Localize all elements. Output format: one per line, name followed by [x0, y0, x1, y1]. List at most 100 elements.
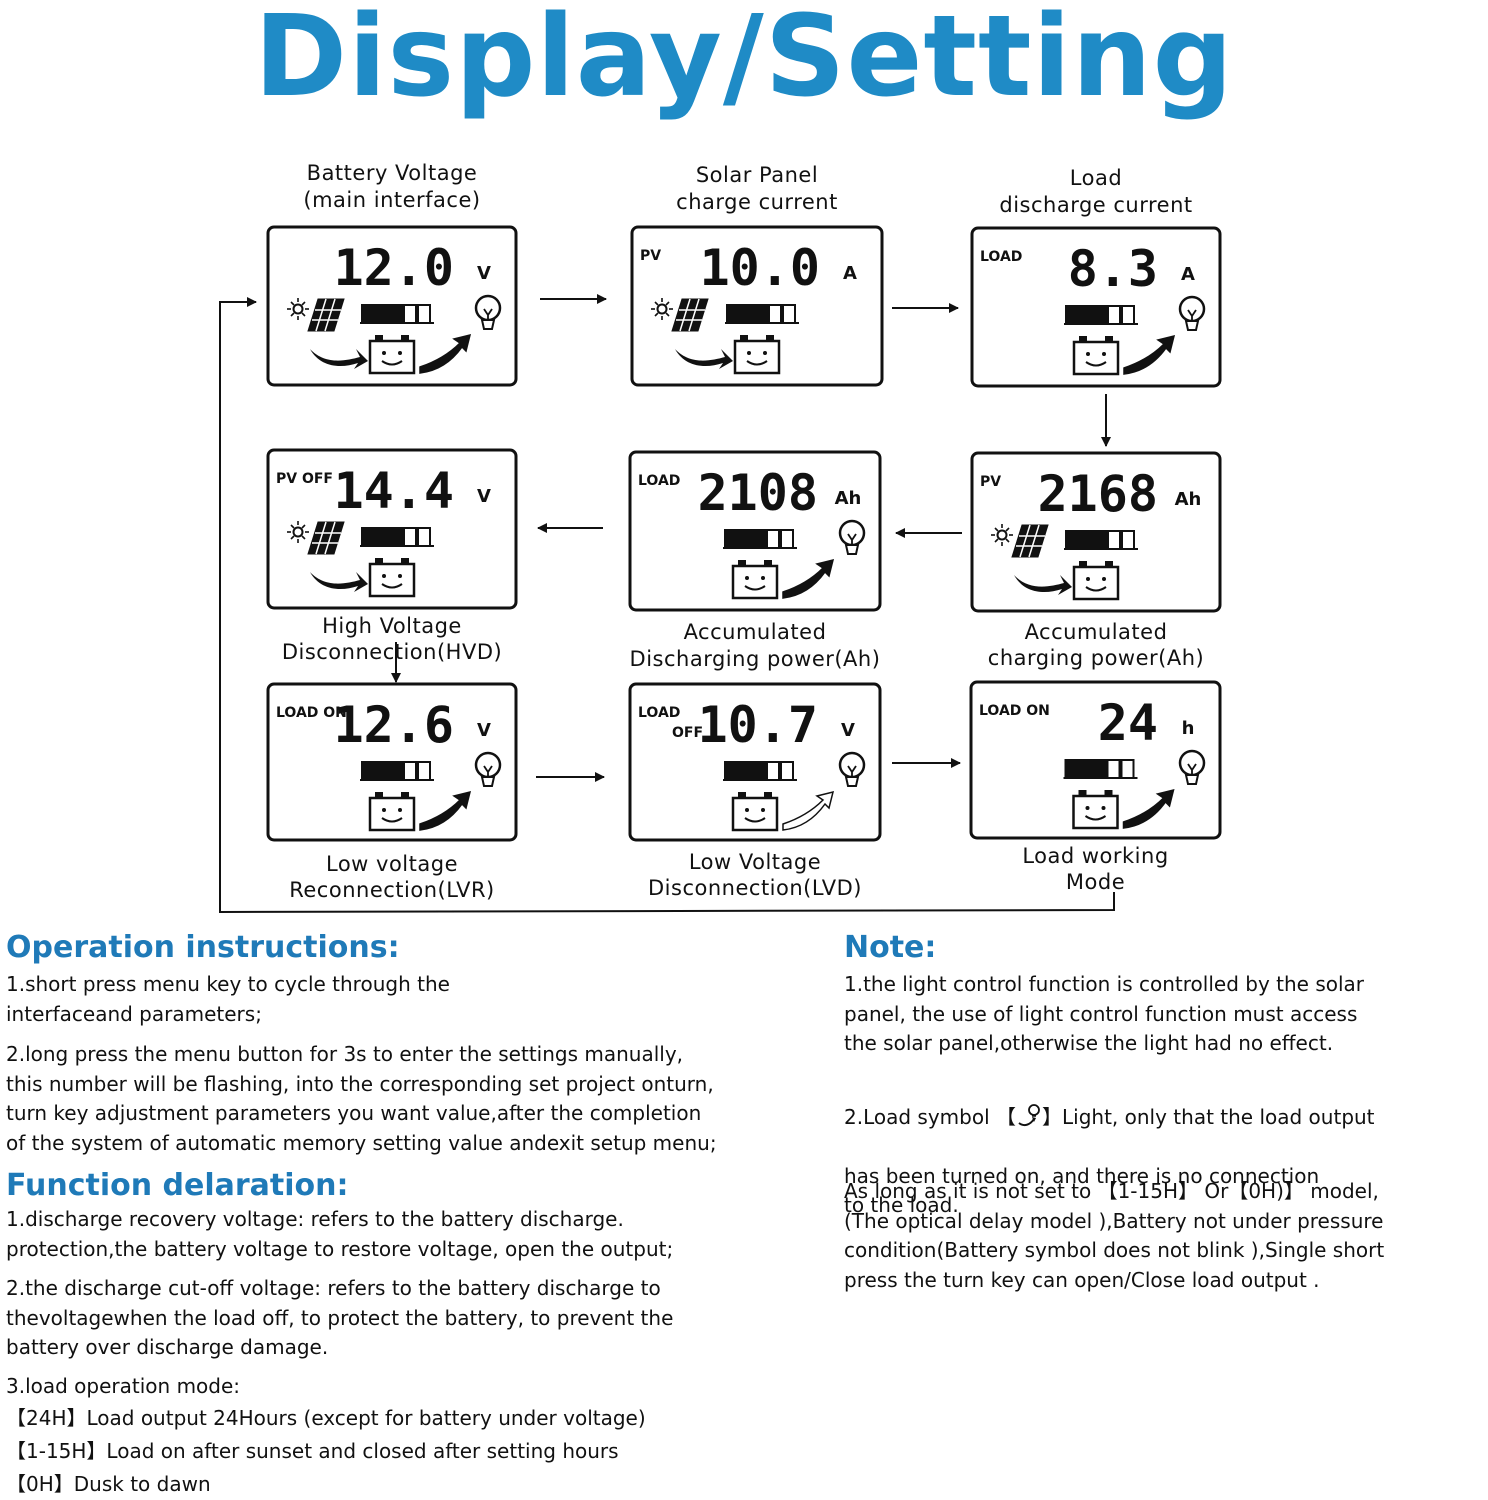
battery-icon [1072, 336, 1120, 376]
flow-arrows [219, 294, 1115, 914]
load-bulb-icon [838, 519, 866, 555]
lcd-screen: LOAD ON 24 h [969, 680, 1222, 840]
lcd-mode-label: PV [980, 474, 1001, 490]
screen-caption-line-2: (main interface) [303, 188, 480, 212]
function-item-1: 1.discharge recovery voltage: refers to … [6, 1207, 674, 1261]
load-mode-1-15h: 【1-15H】Load on after sunset and closed a… [6, 1439, 619, 1463]
lcd-value: 14.4 [334, 462, 454, 520]
charge-flow-arrow [1014, 575, 1072, 595]
discharge-flow-arrow [1123, 334, 1176, 375]
battery-icon [731, 560, 779, 600]
lcd-mode-label: LOAD [638, 473, 680, 489]
operation-heading: Operation instructions: [6, 930, 400, 965]
loop-back-arrow [219, 297, 1115, 914]
lcd-value: 8.3 [1068, 240, 1158, 298]
charge-flow-arrow [310, 349, 368, 369]
battery-icon [368, 558, 416, 598]
lcd-unit: V [477, 486, 491, 507]
operation-step-2: 2.long press the menu button for 3s to e… [6, 1042, 717, 1155]
function-item-3: 3.load operation mode: [6, 1374, 241, 1398]
battery-level-bar [725, 304, 799, 324]
note-item-2-start: 2.Load symbol 【 [844, 1104, 1017, 1129]
lcd-unit: V [477, 720, 491, 741]
screen-caption-line-1: Accumulated [684, 620, 827, 644]
screen-caption-line-1: Accumulated [1025, 620, 1168, 644]
screen-caption-line-2: discharge current [999, 193, 1192, 217]
discharge-flow-arrow [782, 558, 835, 599]
lcd-unit: V [477, 263, 491, 284]
discharge-flow-arrow [419, 790, 472, 831]
lcd-value: 10.0 [700, 239, 820, 297]
load-bulb-icon [474, 294, 502, 330]
screen-caption-line-2: charge current [676, 190, 838, 214]
note-item-1: 1.the light control function is controll… [844, 972, 1365, 1055]
battery-icon [1072, 790, 1119, 830]
charge-flow-arrow [310, 572, 368, 592]
screen-caption-line-2: Reconnection(LVR) [289, 878, 495, 902]
lcd-value: 12.0 [334, 239, 454, 297]
battery-icon [368, 792, 416, 832]
lcd-mode-label: PV OFF [276, 471, 333, 487]
solar-panel-icon [287, 521, 345, 555]
lcd-screen: LOAD 8.3 A [970, 226, 1222, 388]
lcd-mode-label: LOAD [638, 705, 680, 721]
battery-level-bar [1064, 530, 1138, 550]
lcd-mode-label: PV [640, 248, 661, 264]
battery-level-bar [723, 761, 797, 781]
battery-level-bar [1064, 305, 1138, 325]
note-heading: Note: [844, 930, 937, 965]
screen-caption-line-1: Load [1070, 166, 1122, 190]
battery-icon [731, 792, 779, 832]
screen-caption-line-2: Mode [1066, 870, 1125, 894]
screen-caption-line-1: Low voltage [326, 852, 458, 876]
screen-caption-line-2: charging power(Ah) [988, 646, 1204, 670]
load-bulb-icon [474, 751, 502, 787]
load-mode-24h: 【24H】Load output 24Hours (except for bat… [6, 1406, 646, 1430]
page-title: Display/Setting [254, 0, 1234, 122]
load-bulb-icon [1178, 295, 1206, 331]
lcd-mode-label: LOAD ON [276, 705, 347, 721]
charge-flow-arrow [675, 349, 733, 369]
note-item-2-rest: has been turned on, and there is no conn… [844, 1163, 1320, 1218]
battery-icon [733, 335, 781, 375]
lcd-unit: Ah [1175, 489, 1202, 510]
lcd-mode-label-2: OFF [672, 725, 703, 741]
screen-caption-line-2: Disconnection(HVD) [282, 640, 502, 664]
lcd-mode-label: LOAD ON [979, 703, 1050, 719]
note-item-2: 2.Load symbol 【】Light, only that the loa… [844, 1073, 1375, 1221]
discharge-flow-arrow [1122, 788, 1175, 829]
battery-icon [368, 335, 416, 375]
lcd-unit: A [1181, 264, 1195, 285]
load-bulb-icon [1178, 749, 1206, 785]
screen-caption-line-1: High Voltage [322, 614, 462, 638]
operation-step-1: 1.short press menu key to cycle through … [6, 972, 450, 1026]
lcd-unit: A [843, 263, 857, 284]
screen-caption-line-1: Load working [1022, 844, 1168, 868]
load-bulb-icon [838, 751, 866, 787]
lcd-value: 24 [1098, 694, 1158, 752]
lcd-value: 10.7 [698, 696, 818, 754]
load-mode-0h: 【0H】Dusk to dawn [6, 1472, 211, 1496]
screen-caption-line-2: Disconnection(LVD) [648, 876, 862, 900]
screen-caption-line-1: Solar Panel [696, 163, 818, 187]
solar-panel-icon [287, 298, 345, 332]
lcd-unit: Ah [835, 488, 862, 509]
function-item-2: 2.the discharge cut-off voltage: refers … [6, 1276, 674, 1359]
battery-level-bar [723, 529, 797, 549]
screen-caption-line-1: Battery Voltage [307, 161, 478, 185]
lcd-value: 12.6 [334, 696, 454, 754]
solar-panel-icon [991, 524, 1049, 558]
lcd-value: 2108 [698, 464, 818, 522]
function-heading: Function delaration: [6, 1168, 349, 1203]
note-item-3: As long as it is not set to 【1-15H】 Or【0… [844, 1179, 1385, 1292]
lcd-unit: h [1182, 718, 1195, 739]
battery-level-bar [360, 527, 434, 547]
solar-panel-icon [651, 298, 709, 332]
screen-caption-line-1: Low Voltage [689, 850, 821, 874]
lcd-screen: 12.0 V [266, 225, 518, 387]
lcd-mode-label: LOAD [980, 249, 1022, 265]
screen-caption-line-2: Discharging power(Ah) [630, 647, 881, 671]
